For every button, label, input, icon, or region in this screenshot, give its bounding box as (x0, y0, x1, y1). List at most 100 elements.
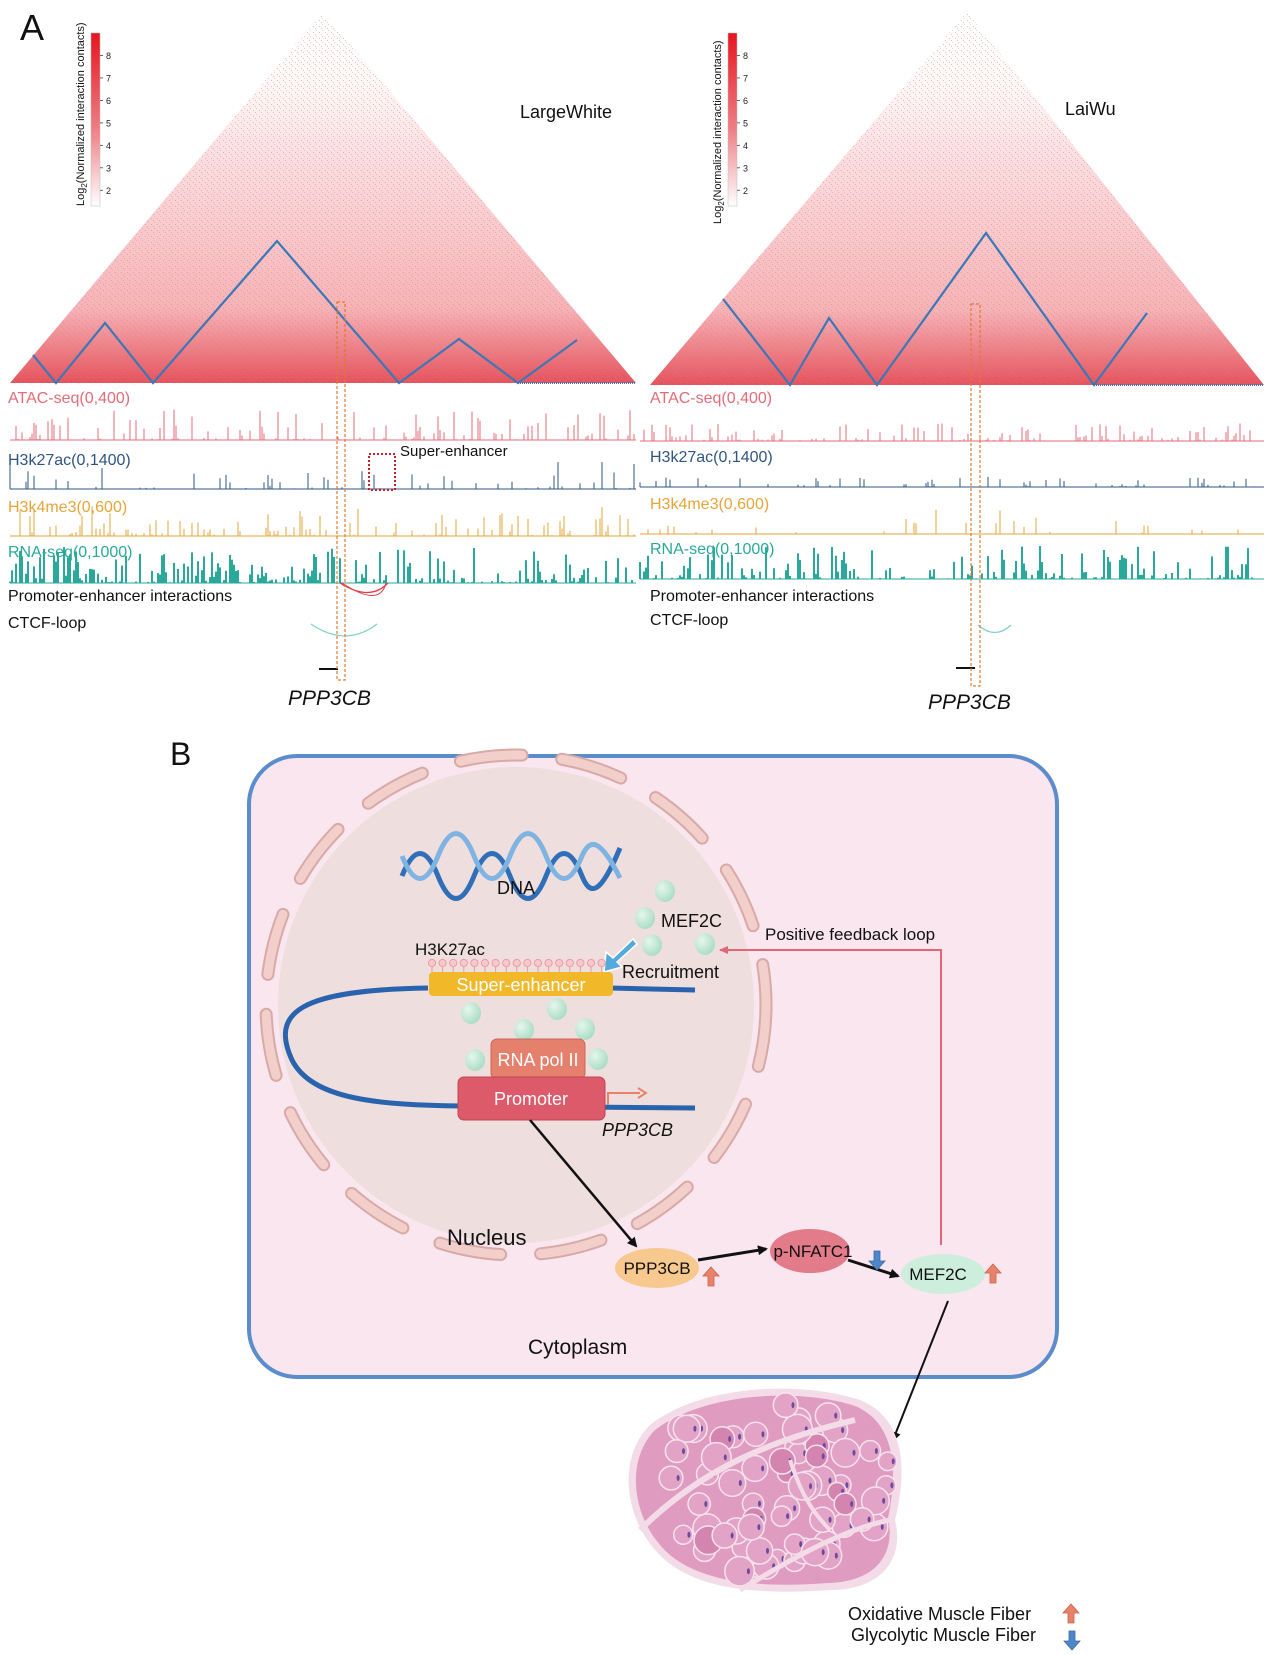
muscle-fiber (664, 1439, 689, 1464)
panel-a-label: A (20, 7, 44, 48)
colorbar-tick-label: 7 (106, 73, 111, 83)
chromatin-strand (609, 985, 696, 993)
nucleus (259, 748, 773, 1262)
up-arrow-icon (984, 1263, 1002, 1284)
colorbar-gradient (90, 32, 101, 207)
mef2c-cluster-label: MEF2C (661, 911, 722, 931)
promoter-enhancer-arc-1 (339, 582, 389, 594)
node-nfatc1 (770, 1229, 850, 1273)
h3k27ac-marks (427, 958, 606, 972)
muscle-fiber (658, 1465, 684, 1491)
tracks-laiwu: ATAC-seq(0,400) H3k27ac(0,1400) H3k4me3(… (639, 303, 1264, 714)
sample-label-largewhite: LargeWhite (520, 102, 612, 122)
super-enhancer-block-label: Super-enhancer (456, 975, 585, 995)
colorbar-tick-label: 2 (743, 186, 748, 196)
acetyl-mark (449, 958, 458, 968)
node-nfatc1-label: p-NFATC1 (773, 1242, 852, 1261)
acetyl-mark (470, 958, 479, 968)
oxidative-up-arrow-icon (1062, 1603, 1080, 1624)
muscle-fiber (770, 1505, 793, 1528)
muscle-fiber (737, 1513, 765, 1541)
acetyl-mark (502, 958, 511, 968)
colorbar-tick-label: 4 (743, 141, 748, 151)
myonucleus (746, 1568, 750, 1575)
acetyl-mark (555, 958, 564, 968)
gene-highlight-region (970, 303, 981, 687)
gene-label-left: PPP3CB (288, 687, 371, 710)
myonucleus (828, 1516, 832, 1523)
acetyl-mark (438, 958, 447, 968)
tss-arrow-icon (607, 1092, 640, 1105)
myonucleus (890, 1482, 894, 1489)
nucleus-label: Nucleus (447, 1225, 526, 1250)
dna-label: DNA (497, 878, 535, 898)
muscle-fiber (768, 1447, 796, 1475)
colorbar-tick-label: 7 (743, 73, 748, 83)
feedback-loop-arrow (719, 946, 942, 1245)
ctcf-loop-arc (977, 624, 1012, 634)
acetyl-mark (480, 958, 490, 968)
gene-label: PPP3CB (602, 1120, 673, 1140)
nuclear-envelope (261, 750, 771, 1260)
muscle-fiber (724, 1555, 756, 1587)
mef2c-to-muscle-arrow (891, 1300, 949, 1442)
myonucleus (874, 1447, 878, 1454)
myonucleus (834, 1552, 838, 1559)
ppp3cb-to-nfatc1-arrow (697, 1245, 768, 1262)
node-ppp3cb (615, 1248, 699, 1288)
track-label-rnaseq: RNA-seq(0,1000) (8, 544, 133, 561)
nucleus-body (278, 767, 754, 1243)
colorbar-tick-label: 4 (106, 141, 111, 151)
myonucleus (786, 1513, 790, 1520)
myonucleus (761, 1431, 765, 1438)
myonucleus (761, 1465, 765, 1472)
myonucleus (891, 1458, 895, 1465)
muscle-fiber (672, 1524, 694, 1545)
muscle-fiber (877, 1451, 898, 1472)
hic-noise (650, 12, 1264, 385)
expression-arrow (529, 1119, 638, 1248)
nfatc1-to-mef2c-arrow (847, 1258, 900, 1279)
muscle-fiber (860, 1486, 890, 1516)
myonucleus (766, 1547, 770, 1554)
tad-boundaries (32, 239, 578, 385)
up-arrow-icon (702, 1266, 720, 1287)
muscle-fiber (687, 1492, 712, 1516)
myonucleus (882, 1497, 886, 1504)
acetyl-mark (523, 958, 532, 968)
myonucleus (850, 1500, 854, 1507)
feedback-loop-label: Positive feedback loop (765, 925, 935, 944)
dna-helix-icon (399, 831, 623, 901)
cytoplasm-label: Cytoplasm (528, 1336, 627, 1359)
ctcf-loop-label: CTCF-loop (650, 612, 728, 629)
node-mef2c (901, 1254, 985, 1294)
track-h3k4me3 (640, 509, 1264, 535)
colorbar-tick-label: 5 (743, 118, 748, 128)
glycolytic-down-arrow-icon (1063, 1630, 1081, 1651)
gene-label-right: PPP3CB (928, 691, 1011, 714)
myonucleus (799, 1541, 803, 1548)
track-label-rnaseq: RNA-seq(0,1000) (650, 541, 775, 558)
interactions-label: Promoter-enhancer interactions (650, 588, 874, 605)
colorbar-tick-label: 6 (106, 96, 111, 106)
acetyl-mark (565, 958, 574, 968)
recruitment-arrow-icon (603, 937, 639, 974)
myonucleus (687, 1531, 691, 1538)
colorbar-tick-label: 8 (106, 51, 111, 61)
promoter-label: Promoter (494, 1089, 568, 1109)
chromatin-loop (282, 985, 696, 1111)
myonucleus (880, 1523, 884, 1530)
node-ppp3cb-label: PPP3CB (623, 1259, 690, 1278)
acetyl-mark (597, 958, 606, 968)
muscle-fiber (804, 1444, 829, 1468)
muscle-fiber (711, 1522, 738, 1549)
myonucleus (845, 1482, 849, 1489)
track-rnaseq (639, 546, 1264, 580)
hic-map-largewhite (10, 12, 636, 385)
muscle-fiber (833, 1492, 857, 1516)
colorbar-title: Log2(Normalized interaction contacts) (712, 40, 726, 224)
acetyl-mark (512, 958, 521, 968)
